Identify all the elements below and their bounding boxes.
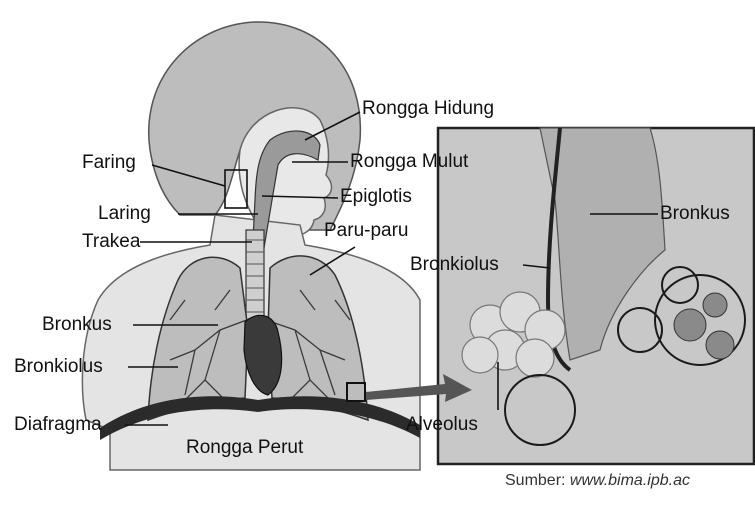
label-epiglotis: Epiglotis xyxy=(340,186,412,208)
source-credit: Sumber: www.bima.ipb.ac xyxy=(505,472,690,490)
label-rongga-hidung: Rongga Hidung xyxy=(362,98,494,120)
label-faring: Faring xyxy=(82,152,136,174)
label-bronkus-inset: Bronkus xyxy=(660,203,730,225)
label-laring: Laring xyxy=(98,203,151,225)
label-bronkiolus-inset: Bronkiolus xyxy=(410,254,499,276)
label-diafragma: Diafragma xyxy=(14,414,102,436)
face-shape xyxy=(239,108,331,237)
source-prefix: Sumber: xyxy=(505,472,565,489)
label-bronkiolus: Bronkiolus xyxy=(14,356,103,378)
source-url: www.bima.ipb.ac xyxy=(570,472,690,489)
label-rongga-perut: Rongga Perut xyxy=(186,437,303,459)
label-bronkus: Bronkus xyxy=(42,314,112,336)
label-alveolus: Alveolus xyxy=(406,414,478,436)
label-rongga-mulut: Rongga Mulut xyxy=(350,151,468,173)
label-trakea: Trakea xyxy=(82,231,140,253)
label-paru-paru: Paru-paru xyxy=(324,220,409,242)
trachea-shape xyxy=(246,230,264,320)
